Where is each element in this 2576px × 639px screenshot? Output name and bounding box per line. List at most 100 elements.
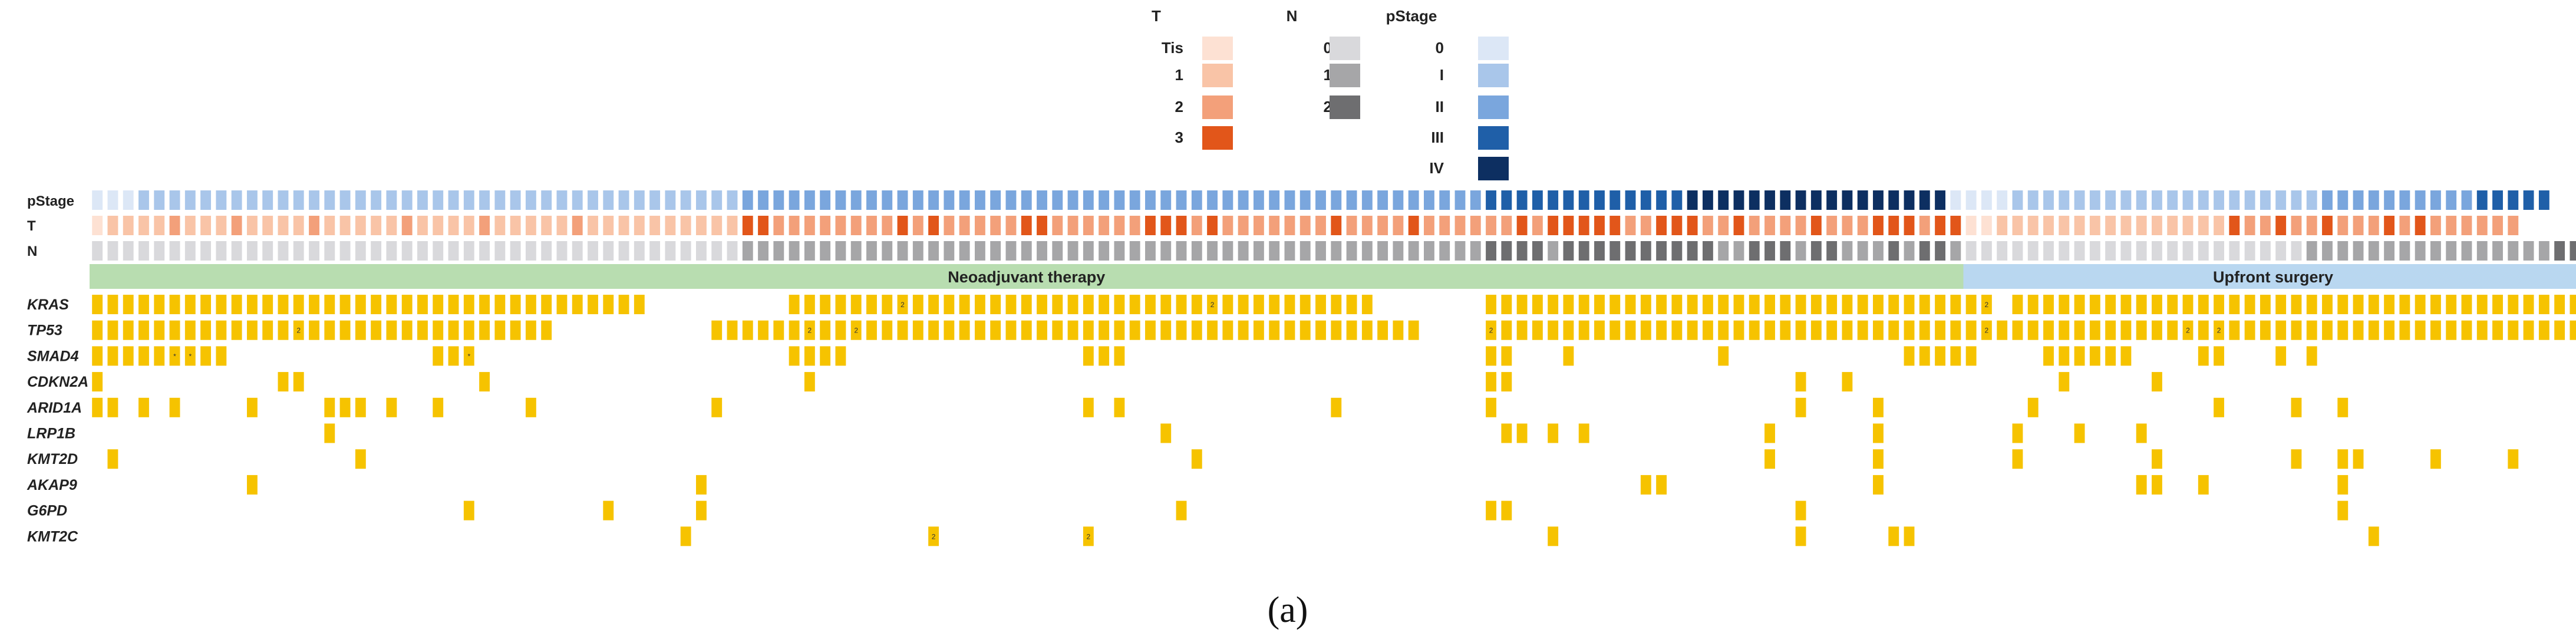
mutation-cell <box>1873 295 1884 314</box>
track-cell <box>1702 190 1713 210</box>
mutation-cell <box>339 295 351 314</box>
track-cell <box>742 216 753 235</box>
track-n: N <box>27 241 2576 261</box>
track-cell <box>2089 190 2100 210</box>
mutation-cell <box>479 372 490 392</box>
mutation-cell <box>2368 320 2379 340</box>
mutation-cell <box>2538 295 2549 314</box>
track-cell <box>835 190 846 210</box>
track-cell <box>2089 216 2100 235</box>
mutation-cell <box>169 397 180 417</box>
track-cell <box>309 241 319 261</box>
track-cell <box>525 241 536 261</box>
mutation-cell <box>1331 295 1342 314</box>
track-cell <box>1284 190 1295 210</box>
track-cell <box>1207 190 1218 210</box>
track-cell <box>1408 190 1419 210</box>
track-cell <box>789 241 800 261</box>
mutation-cell <box>2523 320 2534 340</box>
mutation-cell <box>928 526 939 546</box>
track-cell <box>169 241 180 261</box>
track-cell <box>850 190 862 210</box>
track-cell <box>246 190 258 210</box>
track-cell <box>850 241 862 261</box>
legend-label: II <box>1436 98 1444 116</box>
track-cell <box>2229 241 2240 261</box>
track-cell <box>2337 216 2349 235</box>
mutation-cell <box>1935 320 1946 340</box>
mutation-cell <box>138 397 149 417</box>
track-cell <box>541 190 552 210</box>
mutation-cell <box>107 346 118 366</box>
mutation-cell <box>1284 295 1295 314</box>
track-cell <box>1563 216 1574 235</box>
track-cell <box>866 216 877 235</box>
track-cell <box>479 241 490 261</box>
mutation-cell <box>2291 320 2302 340</box>
group-0: Neoadjuvant therapy <box>90 264 1964 289</box>
track-cell <box>789 190 800 210</box>
track-cell <box>1238 190 1249 210</box>
mutation-cell <box>2399 320 2410 340</box>
track-cell <box>525 216 536 235</box>
gene-row-akap9: AKAP9 <box>27 475 2349 495</box>
track-cell <box>572 216 583 235</box>
mutation-cell <box>944 320 955 340</box>
mutation-cell <box>433 295 444 314</box>
track-cell <box>665 241 676 261</box>
track-cell <box>1099 241 1110 261</box>
mutation-cell <box>1733 320 1744 340</box>
track-cell <box>1718 190 1729 210</box>
mutation-cell <box>541 320 552 340</box>
mutation-cell <box>2120 320 2132 340</box>
track-cell <box>1346 190 1357 210</box>
track-cell <box>1919 216 1930 235</box>
mutation-count-label: * <box>467 352 470 360</box>
track-cell <box>2012 241 2023 261</box>
mutation-cell <box>1842 295 1853 314</box>
track-cell <box>1718 241 1729 261</box>
mutation-cell <box>246 295 258 314</box>
mutation-cell <box>2291 449 2302 469</box>
mutation-cell <box>1253 320 1264 340</box>
track-cell <box>1842 190 1853 210</box>
mutation-cell <box>1718 320 1729 340</box>
track-cell <box>758 190 768 210</box>
mutation-cell <box>2337 320 2349 340</box>
mutation-cell <box>1284 320 1295 340</box>
track-cell <box>2384 241 2395 261</box>
mutation-cell <box>2229 320 2240 340</box>
track-cell <box>2260 241 2271 261</box>
mutation-cell <box>1795 320 1806 340</box>
track-cell <box>1191 241 1202 261</box>
group-bar <box>90 264 1964 289</box>
track-cell <box>1145 241 1156 261</box>
mutation-cell <box>804 320 815 340</box>
track-cell <box>2492 241 2503 261</box>
mutation-cell <box>2260 295 2271 314</box>
track-cell <box>1563 241 1574 261</box>
track-cell <box>1780 190 1791 210</box>
mutation-cell <box>417 295 428 314</box>
mutation-cell <box>1021 295 1032 314</box>
track-cell <box>2415 216 2426 235</box>
mutation-cell <box>2120 295 2132 314</box>
track-cell <box>634 241 645 261</box>
track-cell <box>773 241 784 261</box>
mutation-cell <box>293 320 304 340</box>
mutation-cell <box>92 346 103 366</box>
track-cell <box>386 216 397 235</box>
mutation-cell <box>433 320 444 340</box>
track-cell <box>1548 190 1559 210</box>
track-cell <box>820 241 831 261</box>
track-cell <box>2492 190 2503 210</box>
track-cell <box>572 190 583 210</box>
gene-label: ARID1A <box>27 400 82 416</box>
track-cell <box>928 241 939 261</box>
mutation-count-label: 2 <box>2186 327 2190 335</box>
mutation-cell <box>2012 295 2023 314</box>
track-cell <box>1810 241 1822 261</box>
mutation-cell <box>1594 295 1605 314</box>
track-cell <box>1222 241 1233 261</box>
